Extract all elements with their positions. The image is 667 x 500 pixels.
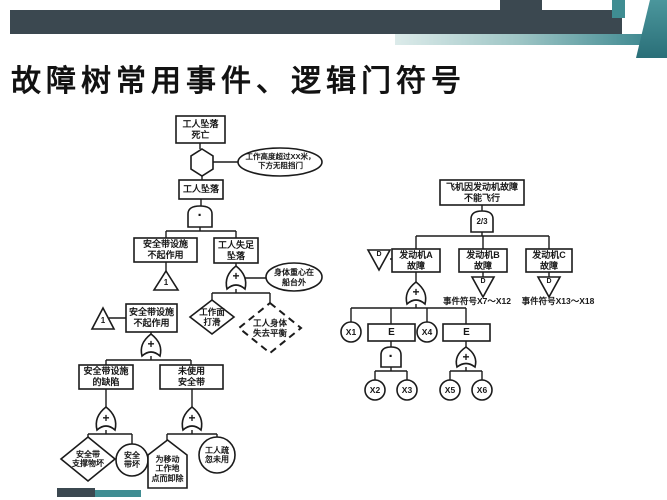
event-box-belt-unused (159, 364, 224, 390)
footer-dark-bar (57, 488, 95, 497)
transfer-b-letter: D (480, 277, 486, 285)
event-box-aircraft-top (439, 179, 525, 206)
label-engine-a: 发动机A 故障 (399, 249, 433, 271)
and-gate-1-symbol: · (197, 206, 203, 224)
label-e1: E (388, 326, 395, 338)
transfer-triangle-b (470, 276, 496, 299)
or-gate-a-symbol: + (412, 284, 420, 299)
vote-gate-2of3 (470, 210, 494, 233)
label-x5: X5 (444, 384, 456, 395)
label-x2: X2 (369, 384, 381, 395)
label-worker-fall: 工人坠落 (182, 184, 219, 195)
slide-title: 故障树常用事件、逻辑门符号 (11, 65, 466, 98)
label-e2: E (463, 326, 470, 338)
diamond-lose-balance-dashed (237, 301, 303, 355)
circle-x3 (396, 379, 418, 401)
event-box-e1 (367, 323, 416, 342)
vote-gate-label: 2/3 (476, 216, 488, 226)
header-teal-tab (612, 0, 625, 18)
transfer-a-letter: D (376, 250, 382, 258)
diamond-surface-slip (188, 298, 236, 336)
label-events-b-note: 事件符号X7～X12 (442, 295, 512, 306)
label-support-broken: 安全带 支撑物坏 (72, 449, 104, 468)
header-teal-gradient-bar (395, 34, 667, 45)
label-x6: X6 (476, 384, 488, 395)
or-gate-engine-a (405, 280, 427, 306)
circle-x2 (364, 379, 386, 401)
label-belt-fail-1: 安全带设施 不起作用 (142, 239, 188, 260)
and-gate-e1-symbol: · (388, 347, 394, 365)
diamond-support-broken (59, 435, 117, 483)
label-surface-slip: 工作面 打滑 (199, 306, 225, 327)
or-gate-3-symbol: + (102, 410, 110, 425)
event-box-worker-fall (178, 179, 224, 200)
right-tree-connectors (350, 205, 550, 380)
label-x4: X4 (421, 326, 433, 337)
label-condition-height: 工作高度超过XX米， 下方无阻挡门 (245, 152, 316, 170)
or-gate-e2-symbol: + (462, 349, 470, 364)
label-x3: X3 (401, 384, 413, 395)
event-box-engine-b (458, 248, 508, 273)
event-box-belt-defect (78, 364, 134, 390)
event-box-e2 (442, 323, 491, 342)
event-box-worker-fall-death (175, 115, 226, 144)
event-box-belt-fail-2 (125, 303, 178, 333)
label-aircraft-top: 飞机因发动机故障 不能飞行 (445, 181, 518, 203)
or-gate-4-symbol: + (188, 410, 196, 425)
label-worker-neglect: 工人疏 忽未用 (205, 445, 229, 464)
event-box-engine-a (391, 248, 441, 273)
label-events-c-note: 事件符号X13～X18 (521, 295, 595, 306)
or-gate-3 (95, 405, 117, 432)
left-tree-connectors (87, 143, 271, 444)
label-condition-gravity: 身体重心在 船台外 (274, 268, 314, 287)
circle-x6 (471, 379, 493, 401)
label-x1: X1 (345, 326, 357, 337)
or-gate-2 (140, 332, 162, 358)
condition-ellipse-height (237, 147, 323, 177)
label-belt-defect: 安全带设施 的缺陷 (83, 366, 129, 387)
transfer-triangle-a (366, 249, 392, 272)
transfer-out-triangle (152, 269, 180, 291)
event-box-belt-fail-1 (133, 237, 198, 263)
house-removed-for-move (147, 438, 188, 489)
label-belt-broken: 安全 带坏 (124, 450, 140, 469)
transfer-out-number: 1 (163, 278, 169, 288)
header-dark-bar (10, 10, 622, 34)
header-top-square (500, 0, 542, 10)
label-engine-b: 发动机B 故障 (466, 249, 500, 271)
inhibit-gate-hexagon (190, 148, 214, 177)
circle-x1 (340, 321, 362, 343)
label-worker-fall-death: 工人坠落 死亡 (182, 118, 219, 140)
event-box-slip-fall (213, 237, 259, 264)
or-gate-1 (225, 264, 247, 291)
or-gate-e2 (455, 346, 477, 369)
label-lose-balance: 工人身体 失去平衡 (252, 317, 287, 338)
label-removed-for-move: 为移动 工作地 点而卸除 (151, 454, 184, 483)
and-gate-1 (187, 205, 213, 228)
event-box-engine-c (525, 248, 573, 273)
condition-ellipse-gravity (265, 262, 323, 292)
or-gate-1-symbol: + (232, 268, 240, 283)
label-belt-unused: 未使用 安全带 (177, 366, 205, 387)
or-gate-2-symbol: + (147, 336, 155, 351)
transfer-triangle-c (536, 276, 562, 299)
circle-worker-neglect (198, 436, 236, 474)
label-slip-fall: 工人失足 坠落 (217, 239, 254, 261)
label-belt-fail-2: 安全带设施 不起作用 (128, 307, 174, 328)
label-engine-c: 发动机C 故障 (532, 249, 566, 271)
or-gate-4 (181, 405, 203, 432)
transfer-in-triangle (90, 306, 116, 330)
circle-x4 (416, 321, 438, 343)
footer-teal-bar (95, 490, 141, 497)
transfer-in-number: 1 (100, 316, 106, 326)
transfer-c-letter: D (546, 277, 552, 285)
circle-x5 (439, 379, 461, 401)
and-gate-e1 (380, 346, 402, 368)
